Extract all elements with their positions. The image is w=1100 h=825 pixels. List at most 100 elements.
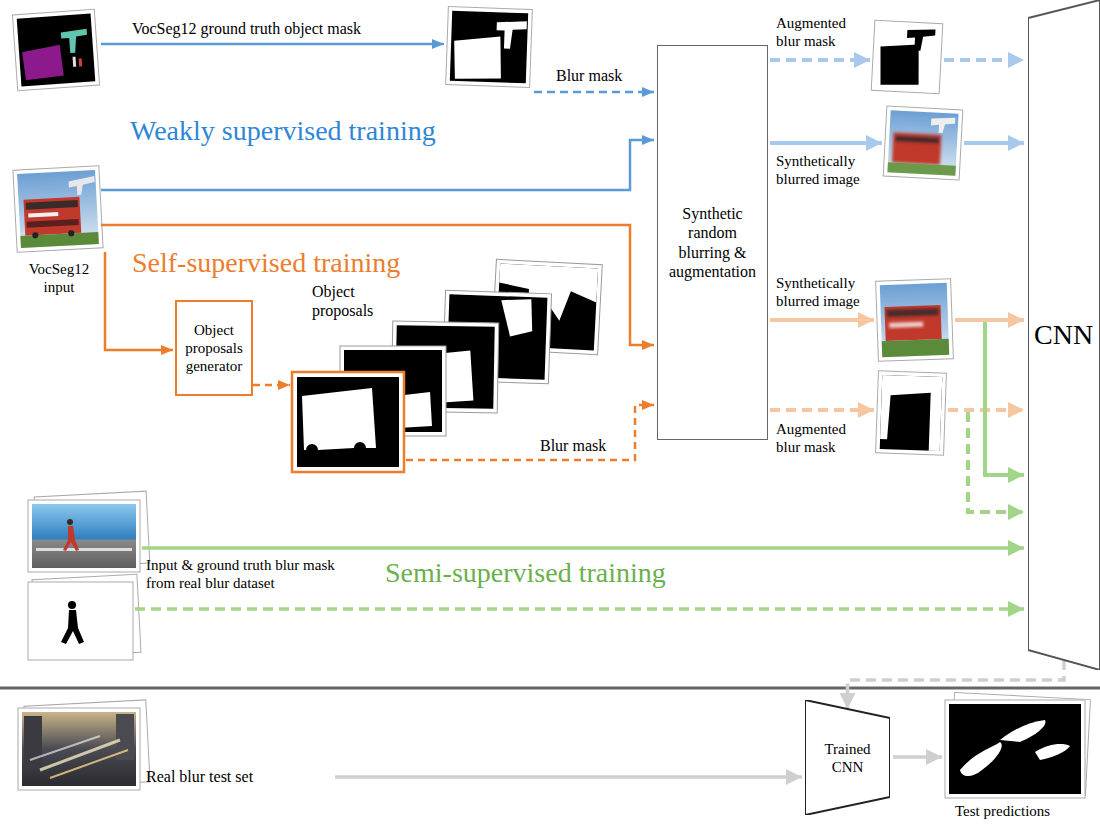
drawing-part: [876, 279, 954, 362]
drawing-part: [61, 610, 84, 644]
drawing-part: [883, 106, 963, 180]
drawing-part: [23, 197, 81, 236]
node-label: Object proposals generator: [182, 321, 246, 375]
node-text-box: CNN: [1028, 0, 1100, 670]
section-heading: Semi-supervised training: [385, 556, 805, 590]
drawing-part: [887, 110, 958, 175]
flow-line: [893, 755, 942, 759]
annotation-label: Real blur test set: [146, 767, 331, 786]
flow-line: [253, 384, 290, 387]
drawing-part: [22, 712, 136, 786]
flow-line: [534, 91, 654, 94]
drawing-part: [292, 372, 404, 472]
process-box: Object proposals generator: [175, 300, 253, 396]
annotation-label: Blur mask: [540, 436, 630, 455]
drawing-part: [876, 371, 947, 455]
input-photo: [13, 166, 103, 252]
node-text-box: Object proposals generator: [177, 302, 251, 394]
drawing-part: [880, 283, 949, 357]
network-trapezoid: CNN: [1028, 0, 1100, 670]
flow-line: [770, 141, 882, 145]
flow-line: [955, 318, 1024, 322]
drawing-part: [1000, 720, 1045, 742]
blurred-photo-thumbnail: [883, 106, 963, 180]
drawing-part: [892, 132, 942, 164]
node-text-box: Trained CNN: [805, 700, 890, 815]
section-heading: Self-supervised training: [132, 246, 572, 280]
network-trapezoid: Trained CNN: [805, 700, 890, 815]
separator: [0, 687, 1100, 690]
drawing-part: [880, 375, 943, 451]
test-photo-stack: [18, 700, 150, 790]
drawing-part: [68, 176, 95, 195]
drawing-part: [17, 170, 99, 248]
annotation-label: Synthetically blurred image: [776, 152, 881, 188]
drawing-part: [1035, 744, 1070, 760]
drawing-part: [50, 750, 128, 778]
flow-line: [964, 141, 1024, 145]
flow-line: [406, 405, 654, 460]
flow-line: [142, 546, 1024, 550]
drawing-part: [67, 519, 73, 525]
drawing-part: [20, 232, 99, 248]
annotation-label: Synthetically blurred image: [776, 274, 874, 310]
drawing-part: [292, 372, 404, 472]
drawing-part: [871, 20, 943, 93]
drawing-part: [887, 308, 939, 317]
drawing-part: [28, 582, 133, 660]
drawing-part: [18, 708, 140, 790]
annotation-label: VocSeg12 ground truth object mask: [132, 19, 442, 38]
node-label: Synthetic random blurring & augmentation: [663, 204, 762, 281]
drawing-part: [68, 601, 76, 609]
flow-line: [985, 322, 1024, 475]
drawing-part: [895, 136, 939, 144]
drawing-part: [26, 200, 78, 210]
drawing-part: [906, 28, 935, 51]
drawing-part: [879, 43, 921, 87]
shape-outline: [1028, 0, 1100, 670]
drawing-part: [63, 526, 79, 551]
flow-line: [101, 140, 654, 190]
drawing-part: [22, 45, 64, 81]
drawing-part: [28, 500, 140, 572]
drawing-part: [945, 700, 1085, 798]
drawing-part: [931, 116, 956, 133]
annotation-label: Augmented blur mask: [776, 420, 868, 456]
drawing-part: [880, 375, 943, 451]
drawing-part: [887, 162, 955, 176]
drawing-part: [949, 704, 1081, 794]
drawing-part: [17, 14, 96, 87]
section-heading: Weakly supervised training: [130, 114, 570, 148]
drawing-part: [68, 230, 74, 236]
node-text-box: Synthetic random blurring & augmentation: [658, 46, 767, 439]
drawing-part: [885, 305, 942, 341]
drawing-part: [882, 339, 950, 357]
flow-line: [135, 607, 1024, 611]
drawing-part: [40, 740, 120, 770]
drawing-part: [453, 35, 503, 81]
augmented-mask-thumbnail: [871, 20, 943, 93]
flow-line: [335, 775, 802, 779]
flow-line: [101, 43, 444, 46]
flow-line: [968, 412, 1024, 512]
drawing-part: [875, 24, 938, 89]
real-blur-mask-stack: [28, 574, 141, 660]
drawing-part: [302, 388, 376, 450]
connector: [848, 660, 1065, 709]
drawing-part: [887, 308, 940, 328]
annotation-label: Test predictions: [955, 802, 1085, 820]
drawing-part: [450, 11, 528, 84]
annotation-label: Input & ground truth blur mask from real…: [146, 556, 366, 592]
flow-line: [944, 58, 1024, 62]
annotation-label: VocSeg12 input: [20, 260, 98, 296]
drawing-part: [500, 298, 533, 337]
drawing-part: [32, 232, 38, 238]
drawing-part: [297, 377, 399, 467]
drawing-part: [27, 219, 79, 228]
shape-outline: [805, 700, 890, 815]
drawing-part: [446, 7, 533, 88]
annotation-label: Augmented blur mask: [776, 14, 868, 50]
real-blur-photo-stack: [28, 491, 150, 572]
drawing-part: [30, 736, 100, 760]
